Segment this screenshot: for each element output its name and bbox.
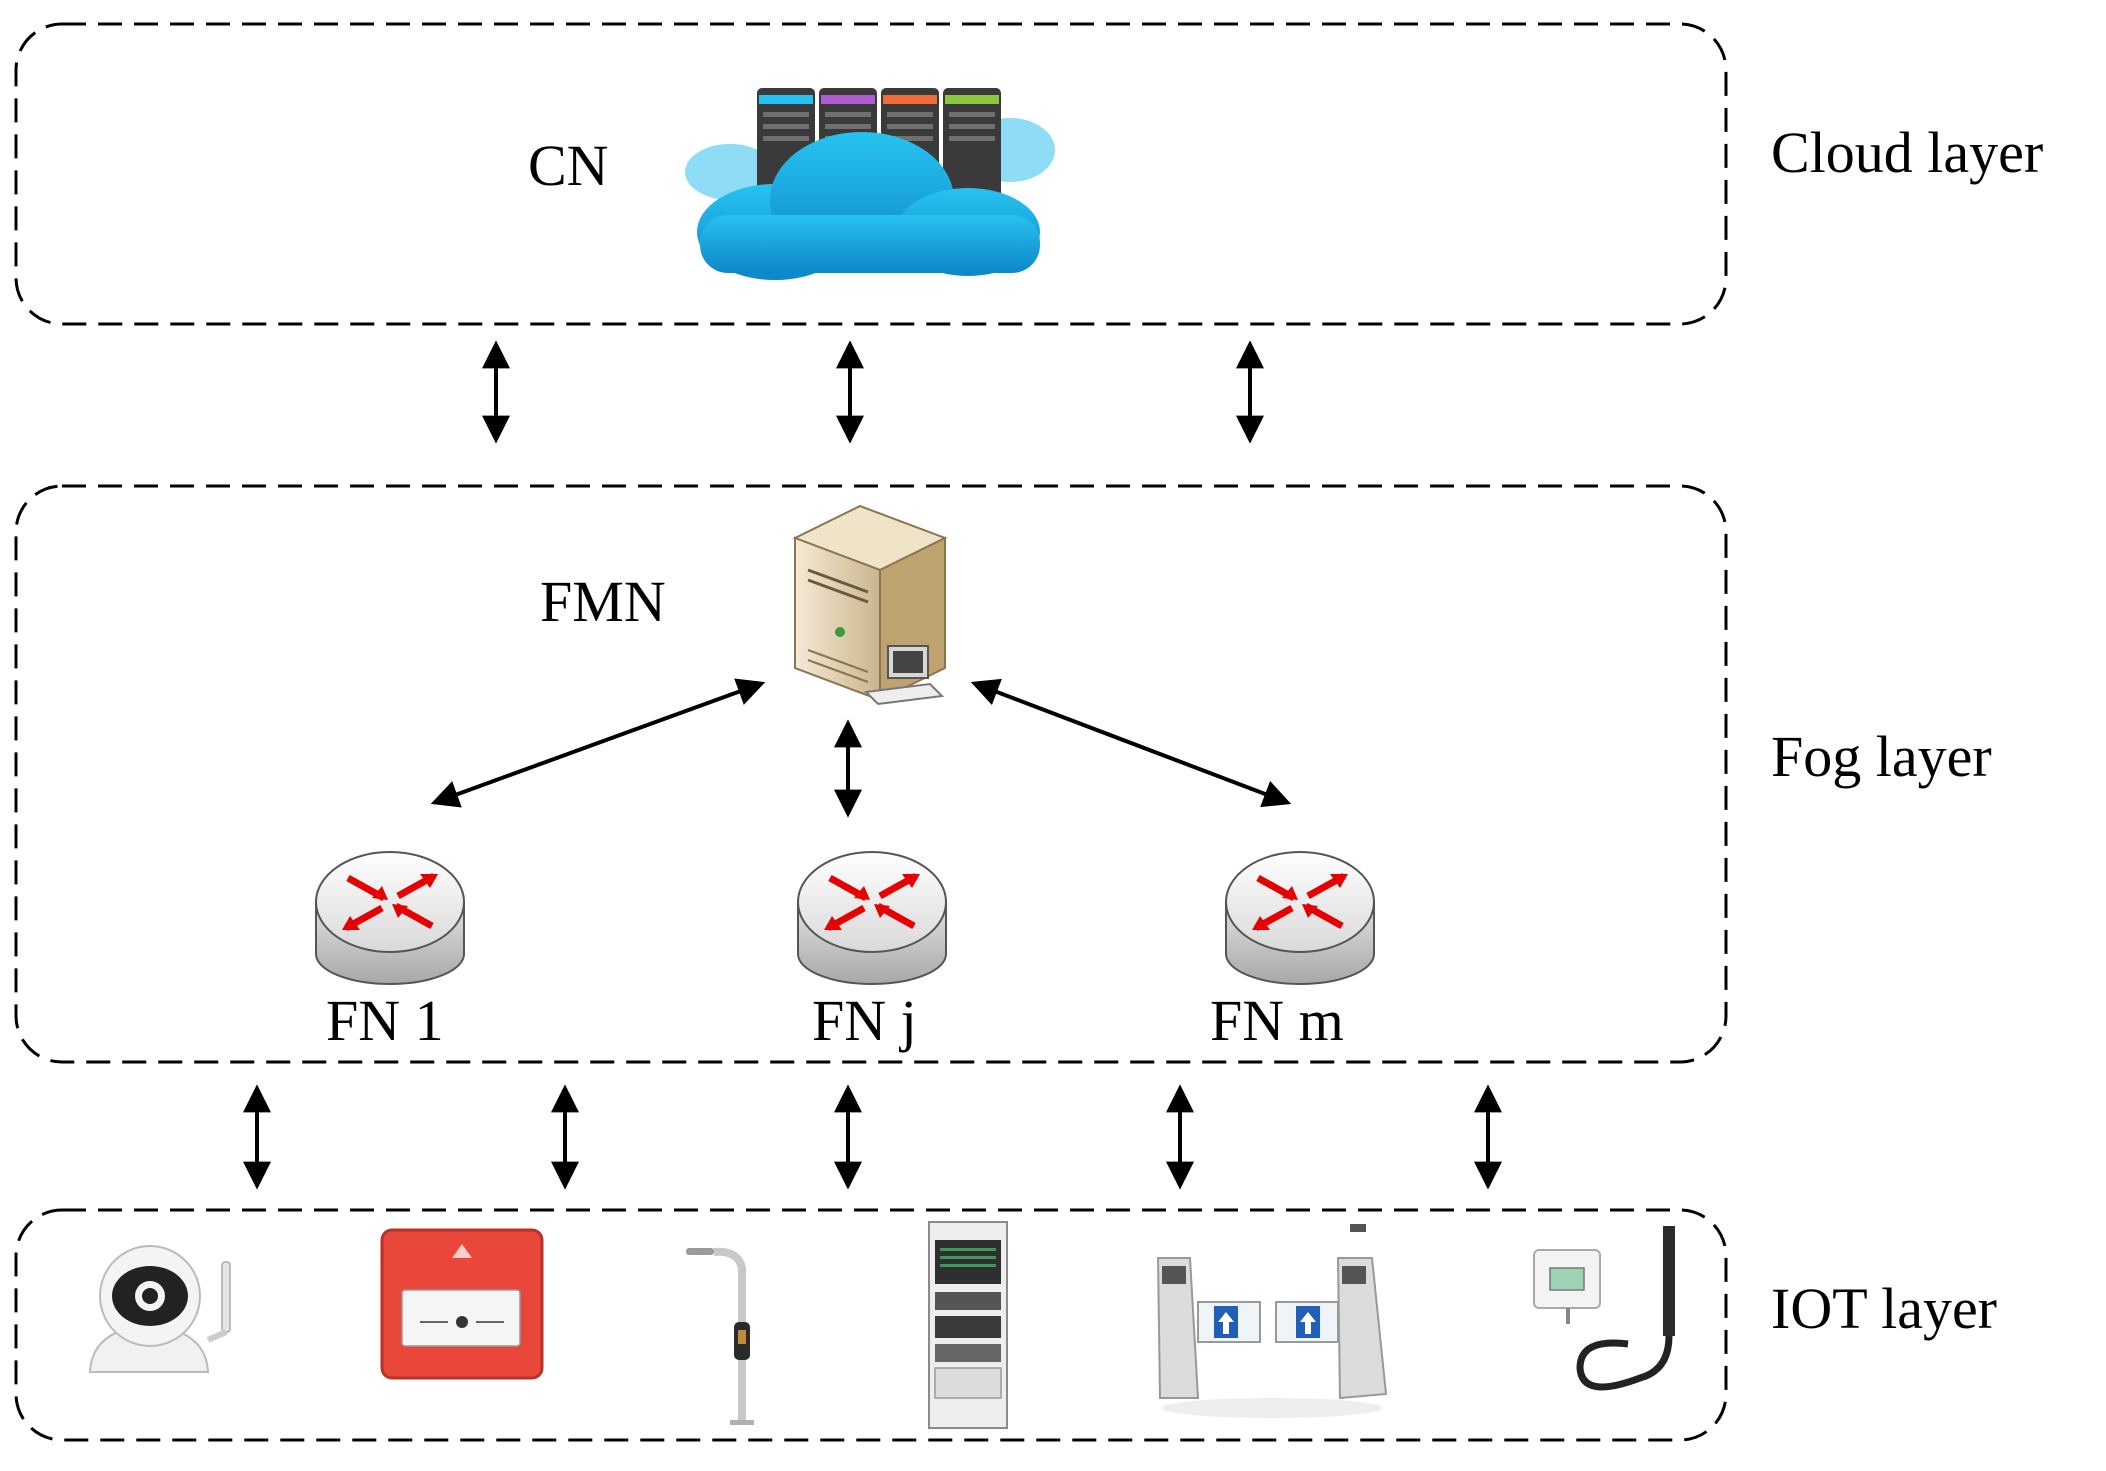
cn-label: CN (528, 133, 609, 198)
equipment-rack-icon (928, 1221, 1008, 1429)
fog-layer-label: Fog layer (1771, 724, 1992, 789)
fmn-fnm-arrow (970, 678, 1292, 808)
router-icon (1225, 851, 1375, 985)
cloud-layer-box (14, 22, 1728, 326)
cloud-layer-label: Cloud layer (1771, 120, 2043, 185)
turnstile-gate-icon (1156, 1224, 1388, 1418)
fog-node-m-label: FN m (1210, 988, 1344, 1053)
fmn-fn-link-arrows (430, 678, 1292, 818)
fog-node-1-label: FN 1 (326, 988, 444, 1053)
fmn-fn1-arrow (430, 678, 766, 808)
cloud-servers-icon (685, 88, 1055, 280)
temperature-humidity-sensor-icon (1533, 1226, 1675, 1391)
fire-alarm-call-point-icon (380, 1228, 544, 1380)
fog-node-j-label: FN j (812, 988, 917, 1053)
fmn-label: FMN (540, 569, 666, 634)
fog-node-m: FN m (1210, 851, 1375, 1053)
router-icon (315, 851, 465, 985)
fog-layer-box (14, 484, 1728, 1064)
fog-iot-link-arrows (243, 1084, 1502, 1190)
ip-camera-icon (88, 1245, 231, 1373)
iot-layer-label: IOT layer (1771, 1276, 1997, 1341)
cloud-fog-link-arrows (482, 340, 1264, 444)
server-tower-icon (792, 504, 948, 706)
iot-layer-box (14, 1208, 1728, 1442)
fog-node-j: FN j (797, 851, 947, 1053)
fog-node-1: FN 1 (315, 851, 465, 1053)
router-icon (797, 851, 947, 985)
smart-street-light-icon (686, 1247, 754, 1425)
